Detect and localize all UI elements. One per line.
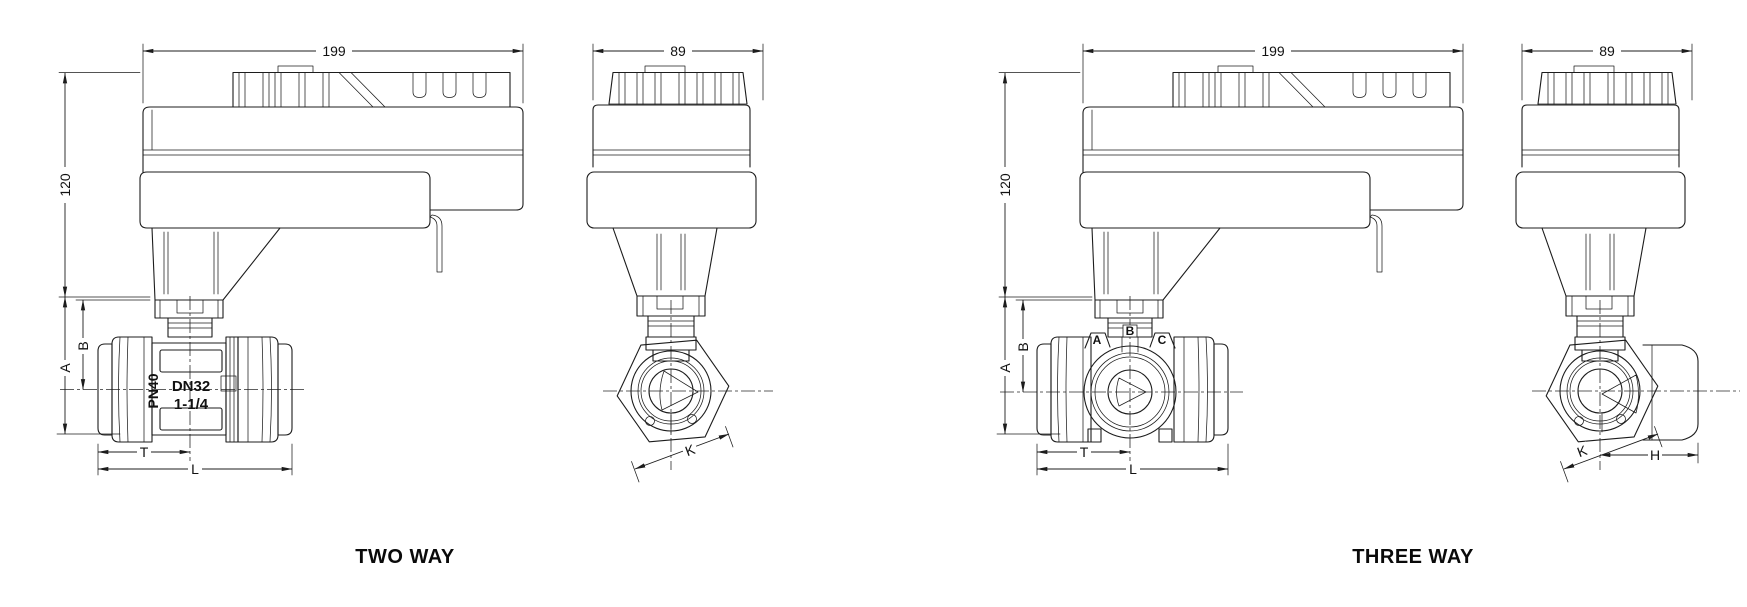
dim-side-width-89: 89	[1521, 43, 1693, 101]
dim-label: B	[1015, 342, 1031, 351]
port-letters: A B C	[1093, 324, 1167, 347]
dim-h: H	[1599, 442, 1699, 464]
two-way-side-view: 89 K	[586, 43, 773, 483]
dim-t: T	[1036, 443, 1131, 476]
valve-dn-size: DN32	[172, 378, 210, 395]
dim-b: B	[75, 299, 151, 390]
dim-label: A	[57, 363, 73, 373]
dim-l: L	[97, 443, 293, 477]
dim-label: L	[191, 461, 199, 477]
dim-label: 89	[1599, 43, 1615, 59]
three-way-side-view: 89 K H	[1515, 43, 1740, 483]
dim-width-199: 199	[1082, 43, 1464, 104]
dim-label: 199	[1261, 43, 1285, 59]
dim-l: L	[1036, 443, 1229, 477]
two-way-front-view: PN40 DN32 1-1/4 199 120 A	[56, 43, 524, 477]
dim-a: A	[56, 296, 121, 435]
two-way-figure: PN40 DN32 1-1/4 199 120 A	[56, 43, 773, 568]
three-way-center-port	[1083, 324, 1177, 443]
valve-inch-size: 1-1/4	[174, 396, 209, 413]
dim-label: T	[1080, 444, 1089, 460]
port-label-left: A	[1093, 333, 1102, 347]
dim-a: A	[996, 296, 1061, 435]
three-way-figure: A B C 199 120 A B	[996, 43, 1740, 568]
valve-pn-rating: PN40	[145, 373, 161, 408]
dim-label: 120	[997, 173, 1013, 197]
valve-markings: PN40 DN32 1-1/4	[145, 373, 210, 413]
dim-width-199: 199	[142, 43, 524, 104]
dim-height-120: 120	[997, 72, 1093, 298]
dim-label: B	[75, 341, 91, 350]
dim-b: B	[1015, 299, 1093, 393]
port-label-middle: B	[1126, 324, 1135, 338]
dim-label: T	[140, 444, 149, 460]
dim-label: H	[1650, 447, 1660, 463]
dim-k: K	[1560, 426, 1663, 483]
caption-three-way: THREE WAY	[1352, 546, 1474, 568]
port-label-right: C	[1158, 333, 1167, 347]
three-way-front-view: A B C 199 120 A B	[996, 43, 1464, 477]
ball-port-outline	[659, 370, 699, 434]
dim-k: K	[631, 426, 734, 483]
dim-label: 199	[322, 43, 346, 59]
dim-t: T	[97, 443, 191, 476]
dim-label: 120	[57, 173, 73, 197]
caption-two-way: TWO WAY	[355, 546, 455, 568]
dim-label: L	[1129, 461, 1137, 477]
dim-label: A	[997, 363, 1013, 373]
valve-center-body	[151, 336, 239, 443]
dim-label: 89	[670, 43, 686, 59]
dim-side-width-89: 89	[592, 43, 764, 101]
side-port-outline	[1642, 344, 1699, 441]
dim-height-120: 120	[57, 72, 151, 298]
ball-port-outline	[1601, 374, 1639, 433]
